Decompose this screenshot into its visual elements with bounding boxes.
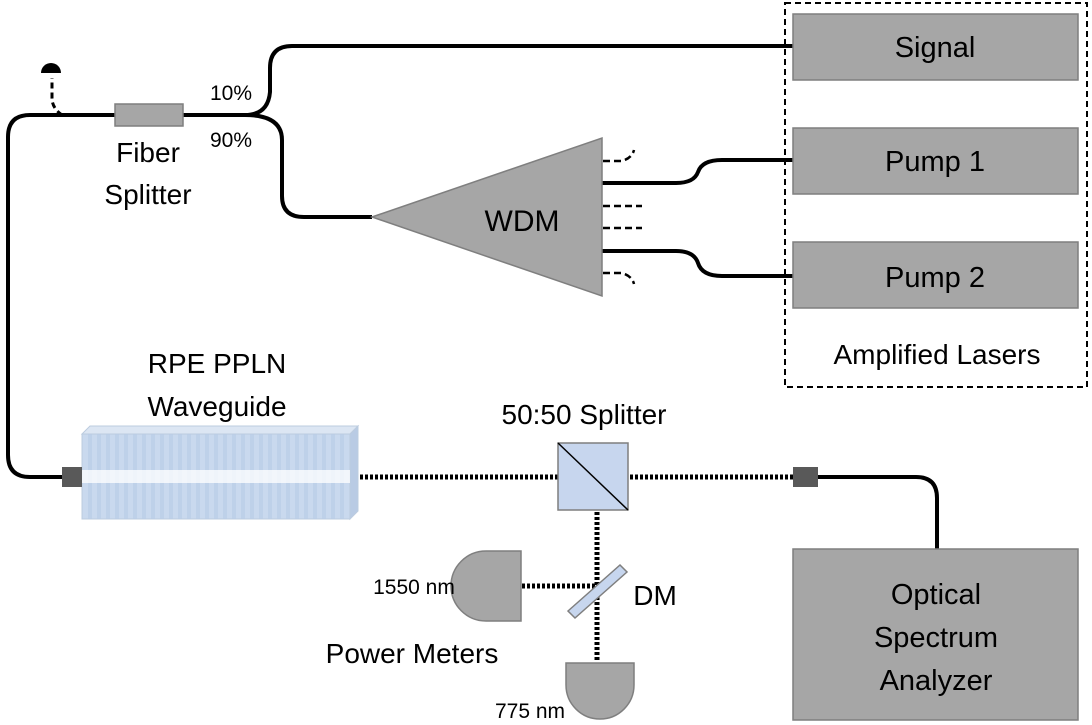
label-10-percent: 10% (210, 82, 252, 105)
pump1-laser-box (792, 127, 1079, 195)
osa-fiber-connector (793, 467, 818, 487)
wdm-unused-port-4 (603, 271, 636, 285)
label-power-meters: Power Meters (326, 638, 499, 669)
dichroic-mirror (566, 563, 629, 620)
fiber-splitter-body (114, 103, 184, 127)
label-pump2: Pump 2 (885, 262, 985, 294)
fiber-main-loop (6, 113, 115, 479)
label-dm: DM (633, 580, 677, 611)
fiber-90pct-branch (244, 113, 372, 219)
signal-laser-box (792, 13, 1079, 81)
fiber-to-osa (818, 475, 939, 549)
beam-splitter-cube (557, 442, 629, 511)
wdm-triangle (369, 136, 603, 298)
fiber-pump2 (602, 249, 793, 278)
wdm-unused-port-1 (603, 149, 636, 163)
optical-spectrum-analyzer-box (792, 548, 1079, 721)
label-osa-line3: Analyzer (880, 665, 993, 697)
label-amplified-lasers: Amplified Lasers (834, 339, 1041, 370)
label-5050-splitter: 50:50 Splitter (502, 399, 667, 430)
label-pump1: Pump 1 (885, 146, 985, 178)
power-meter-1550 (450, 550, 522, 622)
label-wdm: WDM (485, 205, 560, 238)
label-waveguide-line1: RPE PPLN (148, 348, 287, 379)
label-90-percent: 90% (210, 129, 252, 152)
fiber-pump1 (602, 158, 793, 185)
fiber-termination-cap (41, 63, 61, 73)
label-signal: Signal (895, 32, 976, 64)
label-osa-line2: Spectrum (874, 622, 998, 654)
label-1550nm: 1550 nm (373, 576, 455, 599)
label-osa-line1: Optical (891, 579, 981, 611)
label-775nm: 775 nm (495, 700, 565, 723)
label-fiber-splitter-line2: Splitter (104, 179, 191, 210)
power-meter-775 (565, 662, 635, 720)
label-waveguide-line2: Waveguide (147, 391, 286, 422)
label-fiber-splitter-line1: Fiber (116, 137, 180, 168)
ppln-waveguide (80, 424, 360, 521)
fiber-10pct-branch (244, 44, 793, 117)
waveguide-input-connector (62, 467, 82, 487)
pump2-laser-box (792, 241, 1079, 309)
amplified-lasers-enclosure (784, 2, 1088, 388)
fiber-termination-stub (50, 78, 63, 117)
